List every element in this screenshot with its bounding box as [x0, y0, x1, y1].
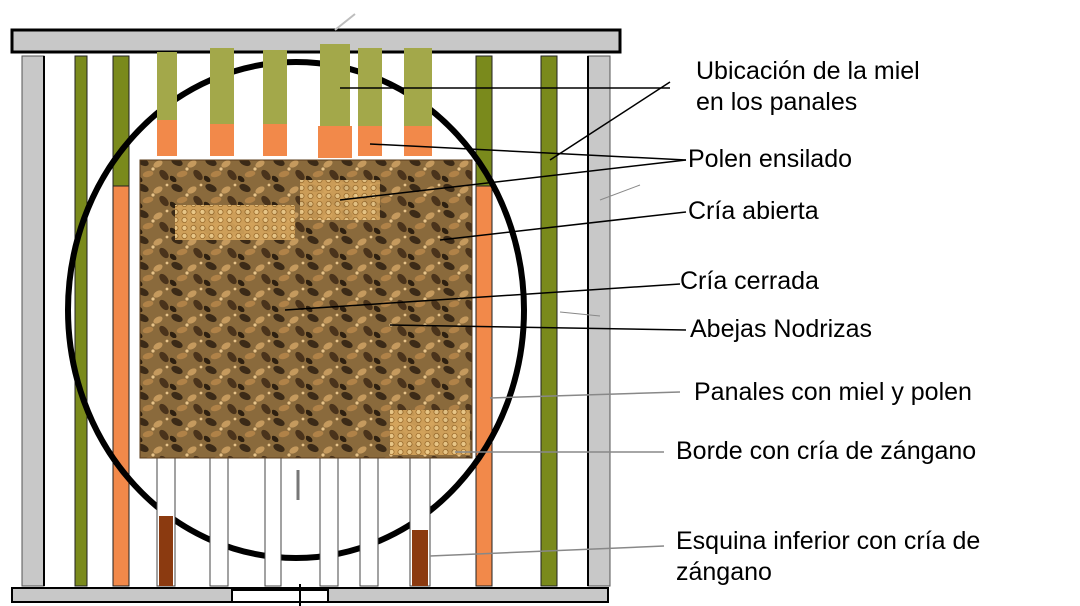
bottom-comb-segments	[156, 457, 431, 587]
label-honey-location: Ubicación de la miel en los panales	[696, 57, 920, 116]
brood-nest-circle	[65, 59, 527, 561]
hive-entrance	[231, 589, 329, 603]
label-drone-brood-edge: Borde con cría de zángano	[676, 437, 977, 465]
label-drone-brood-corner: Esquina inferior con cría de zángano	[676, 527, 981, 586]
frame-honey-left-1	[74, 55, 88, 587]
frame-left-2-pollen	[112, 185, 130, 587]
top-mark	[334, 13, 356, 31]
hive-top-bar	[10, 28, 622, 54]
label-pollen: Polen ensilado	[688, 145, 853, 173]
frame-left-2-honey	[112, 55, 130, 187]
frame-honey-right-2	[540, 55, 558, 587]
frame-right-1-pollen	[475, 185, 493, 587]
label-capped-brood: Cría cerrada	[680, 267, 819, 295]
brood-comb-photo	[139, 159, 473, 459]
left-wall	[21, 55, 45, 587]
leader-lines	[284, 81, 687, 557]
label-nurse-bees: Abejas Nodrizas	[690, 315, 873, 343]
right-wall	[587, 55, 611, 587]
label-honey-pollen-combs: Panales con miel y polen	[694, 378, 972, 406]
label-open-brood: Cría abierta	[688, 197, 819, 225]
top-comb-segments	[157, 44, 432, 158]
